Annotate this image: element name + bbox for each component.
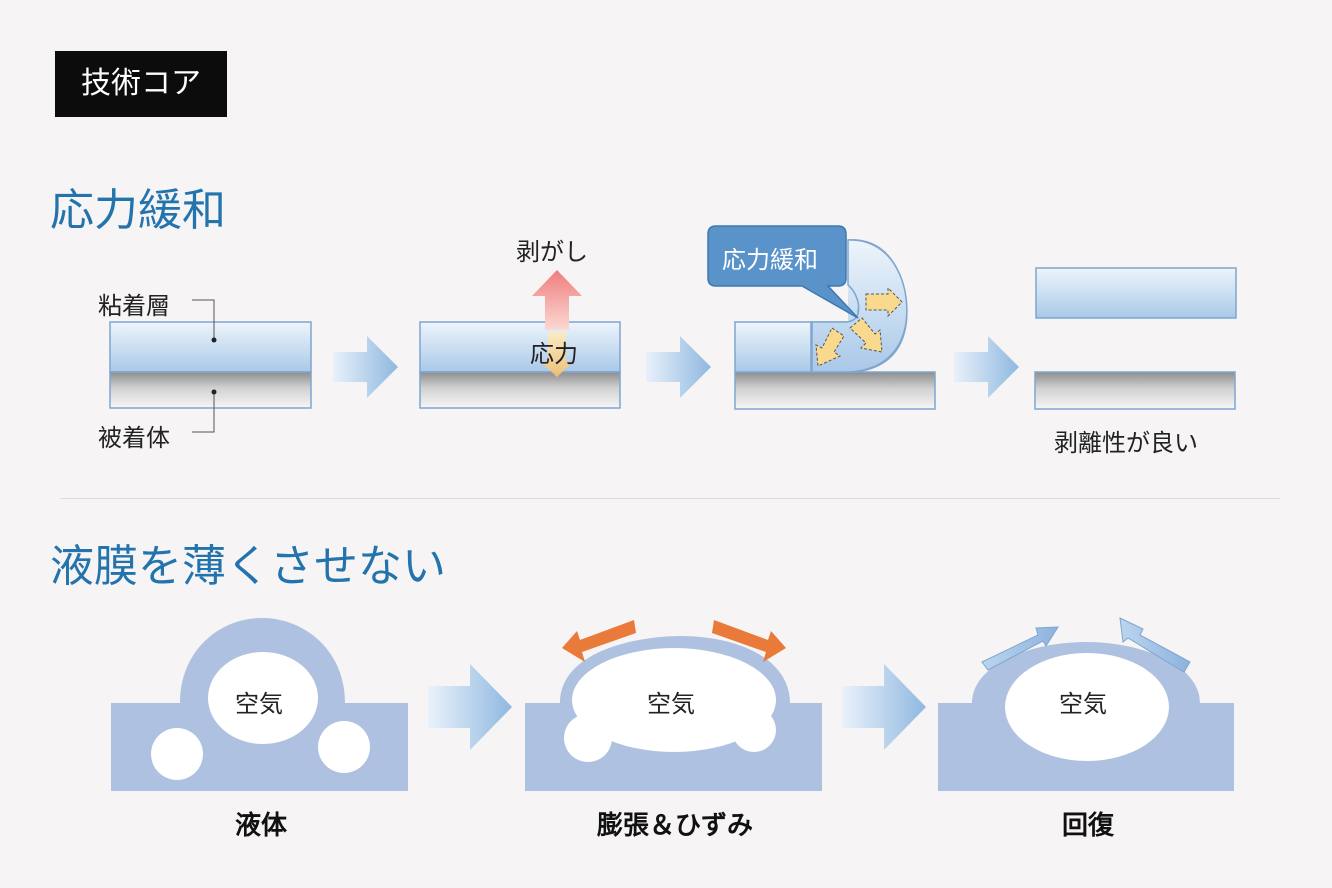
recovery-arrow-left [981, 626, 1059, 671]
relax-arrow-2 [849, 317, 883, 353]
strain-arrow-right [712, 620, 786, 662]
air-label-2: 空気 [647, 690, 695, 718]
air-bubble-recovered [1005, 653, 1169, 761]
caption-liquid: 液体 [234, 811, 287, 841]
stress-relaxation-diagram [109, 225, 1237, 433]
adherend-substrate [1034, 371, 1236, 410]
label-good-release: 剥離性が良い [1054, 429, 1198, 457]
relax-arrow-1 [865, 286, 903, 318]
air-label-3: 空気 [1059, 690, 1107, 718]
strain-arrow-left [562, 620, 636, 662]
label-peel: 剥がし [516, 238, 588, 266]
adhesive-layer [419, 321, 621, 373]
process-arrow-4 [428, 664, 512, 750]
air-bubble-small-right [732, 708, 776, 752]
air-bubble-small-left [564, 714, 612, 762]
section1-title: 応力緩和 [50, 185, 226, 236]
adherend-substrate [419, 371, 621, 409]
panel-initial [109, 299, 312, 433]
air-bubble-small-right [318, 721, 370, 773]
panel-relaxation [707, 225, 936, 410]
panel-liquid [111, 618, 408, 791]
callout-text: 応力緩和 [722, 246, 818, 274]
panel-peeling [419, 270, 621, 409]
panel-separated [1034, 267, 1237, 410]
adherend-substrate [109, 371, 312, 409]
air-bubble-small-left [151, 728, 203, 780]
callout-bubble [707, 225, 859, 319]
section-divider [60, 498, 1280, 499]
curled-adhesive-layer [734, 321, 813, 373]
air-bubble-expanded [572, 648, 776, 752]
caption-recovery: 回復 [1061, 811, 1114, 841]
panel-expansion [525, 620, 822, 791]
label-adhesive-layer: 粘着層 [98, 292, 170, 320]
process-arrow-2 [646, 336, 711, 398]
leader-line-adherend [192, 392, 215, 433]
caption-expansion: 膨張＆ひずみ [596, 811, 753, 841]
process-arrow-1 [333, 336, 398, 398]
liquid-film-diagram [111, 617, 1234, 791]
section2-title: 液膜を薄くさせない [50, 541, 446, 592]
leader-line-adhesive [192, 299, 215, 340]
air-bubble-large [208, 652, 318, 744]
air-label-1: 空気 [235, 690, 283, 718]
section-badge: 技術コア [55, 51, 227, 117]
relax-arrow-3 [815, 327, 845, 367]
stress-arrow [541, 332, 573, 377]
adherend-substrate [734, 371, 936, 410]
label-stress: 応力 [530, 340, 578, 368]
process-arrow-3 [954, 336, 1019, 398]
process-arrow-5 [842, 664, 926, 750]
adhesive-layer [1035, 267, 1237, 319]
panel-recovery [938, 617, 1234, 791]
label-adherend: 被着体 [98, 424, 170, 452]
recovery-arrow-right [1119, 617, 1191, 673]
peel-arrow [532, 270, 582, 330]
adhesive-layer [109, 321, 312, 373]
